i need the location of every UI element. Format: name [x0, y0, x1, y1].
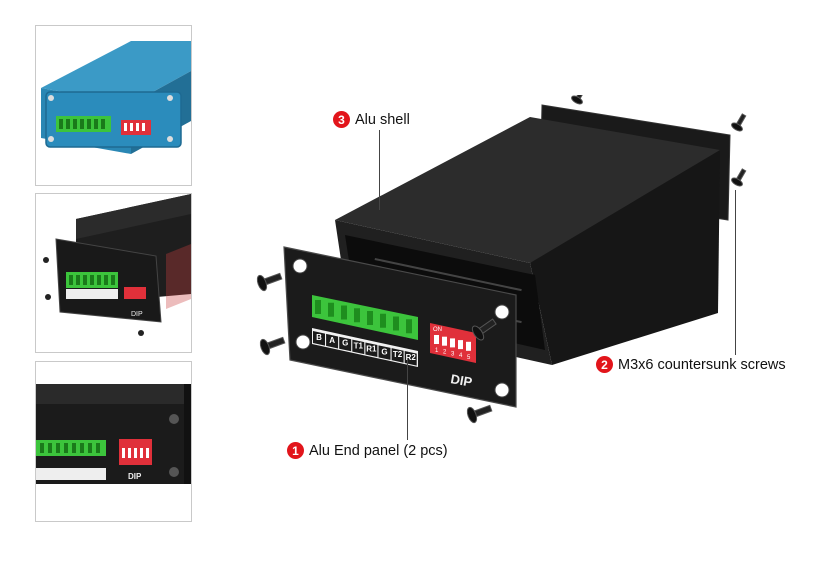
terminal-slot: [406, 319, 412, 334]
dip-on-text: ON: [433, 327, 442, 333]
countersunk-screws: [256, 95, 747, 424]
terminal-label: T2: [393, 350, 403, 359]
dip-closeup-label: DIP: [128, 472, 142, 481]
terminal-label-box: [313, 331, 325, 346]
blue-enclosure-image: [41, 41, 191, 154]
dip-number: 4: [459, 353, 463, 359]
terminal-label-box: [378, 345, 391, 360]
dip-number: 5: [467, 355, 471, 361]
thumbnail-blue-enclosure[interactable]: [35, 25, 192, 186]
callout-badge-3: 3: [333, 111, 350, 128]
callout-text-alu-shell: Alu shell: [355, 111, 410, 128]
dip-number: 3: [451, 351, 455, 357]
dip-label: DIP: [449, 371, 473, 390]
dip-key: [458, 340, 463, 350]
dip-number: 1: [435, 348, 439, 354]
shell-leader-line: [379, 130, 380, 210]
terminal-label-box: [352, 339, 365, 355]
callout-alu-shell: 3 Alu shell: [333, 111, 410, 128]
terminal-slot: [380, 313, 386, 328]
terminal-label-box: [339, 336, 352, 352]
closeup-image: DIP: [36, 384, 191, 484]
callout-badge-1: 1: [287, 442, 304, 459]
callout-screws: 2 M3x6 countersunk screws: [596, 356, 786, 373]
callout-text-end-panel: Alu End panel (2 pcs): [309, 442, 448, 459]
terminal-slot: [315, 300, 321, 314]
dip-mini-label: DIP: [131, 311, 143, 318]
terminal-label-box: [326, 333, 339, 349]
thumbnail-exploded-view[interactable]: DIP: [35, 193, 192, 353]
terminal-block: [312, 295, 418, 340]
terminal-label-strip: [312, 328, 418, 367]
terminal-slot: [328, 302, 334, 317]
terminal-slot: [354, 308, 360, 323]
dip-key: [450, 338, 455, 348]
terminal-slot: [393, 316, 399, 331]
terminal-label: G: [381, 347, 387, 356]
dip-number: 2: [443, 350, 447, 356]
callout-badge-2: 2: [596, 356, 613, 373]
terminal-label: B: [316, 333, 322, 342]
callout-end-panel: 1 Alu End panel (2 pcs): [287, 442, 448, 459]
terminal-label: G: [342, 339, 348, 348]
terminal-slot: [341, 305, 347, 320]
terminal-label: R2: [406, 353, 417, 362]
terminal-label: T1: [354, 342, 364, 351]
dip-key: [442, 336, 447, 346]
screws-leader-line: [735, 190, 736, 355]
terminal-label: A: [329, 336, 335, 345]
thumbnail-closeup[interactable]: DIP: [35, 361, 192, 522]
terminal-label-box: [365, 342, 378, 358]
dip-key: [434, 335, 439, 344]
callout-text-screws: M3x6 countersunk screws: [618, 356, 786, 373]
dip-key: [466, 341, 471, 351]
terminal-slot: [367, 311, 373, 325]
panel-leader-line: [407, 360, 408, 440]
exploded-view-image: DIP: [43, 194, 191, 336]
terminal-label: R1: [366, 344, 377, 353]
terminal-label-box: [391, 348, 404, 363]
